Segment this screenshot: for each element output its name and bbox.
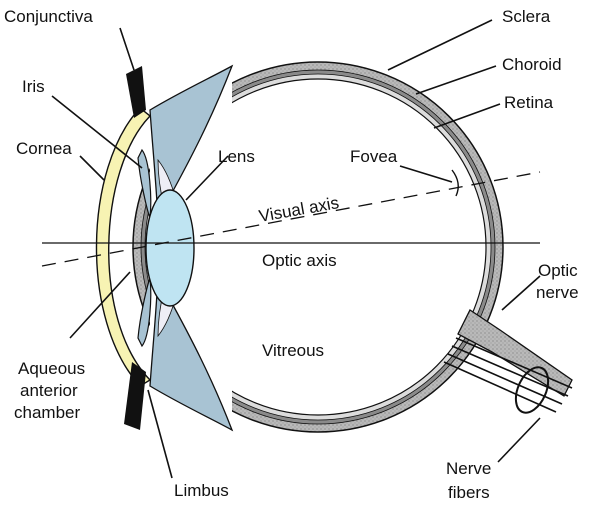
label-fovea: Fovea bbox=[350, 147, 398, 166]
label-optic-nerve-1: Optic bbox=[538, 261, 578, 280]
label-lens: Lens bbox=[218, 147, 255, 166]
pointer-cornea bbox=[80, 156, 104, 180]
label-aqueous-3: chamber bbox=[14, 403, 80, 422]
label-nerve-fibers-1: Nerve bbox=[446, 459, 491, 478]
label-nerve-fibers-2: fibers bbox=[448, 483, 490, 502]
label-aqueous-2: anterior bbox=[20, 381, 78, 400]
conjunctiva-lower bbox=[124, 362, 146, 430]
pointer-nerve-fibers bbox=[498, 418, 540, 462]
pointer-optic-nerve bbox=[502, 276, 540, 310]
label-iris: Iris bbox=[22, 77, 45, 96]
label-retina: Retina bbox=[504, 93, 554, 112]
lens bbox=[146, 190, 194, 306]
label-choroid: Choroid bbox=[502, 55, 562, 74]
pointer-limbus bbox=[148, 390, 172, 478]
conjunctiva-upper bbox=[126, 66, 146, 118]
label-cornea: Cornea bbox=[16, 139, 72, 158]
label-vitreous: Vitreous bbox=[262, 341, 324, 360]
label-limbus: Limbus bbox=[174, 481, 229, 500]
pointer-choroid bbox=[416, 66, 496, 94]
pointer-conjunctiva bbox=[120, 28, 134, 70]
label-sclera: Sclera bbox=[502, 7, 551, 26]
label-conjunctiva: Conjunctiva bbox=[4, 7, 93, 26]
pointer-sclera bbox=[388, 20, 492, 70]
label-optic-axis: Optic axis bbox=[262, 251, 337, 270]
label-aqueous-1: Aqueous bbox=[18, 359, 85, 378]
label-optic-nerve-2: nerve bbox=[536, 283, 579, 302]
